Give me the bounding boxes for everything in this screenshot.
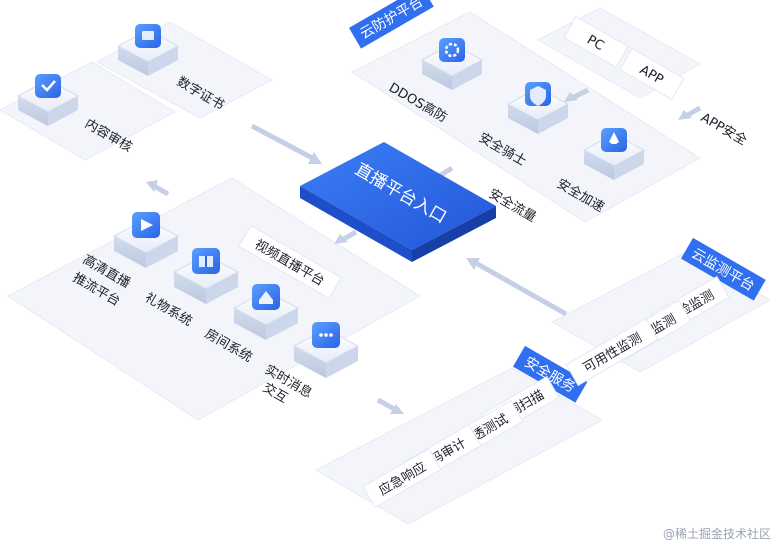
tile-security-acceleration [582, 128, 646, 180]
gear-icon [439, 38, 465, 62]
arrow-appsec-to-protection [678, 105, 702, 120]
tile-security-knight [506, 82, 570, 134]
platform-entry: 直播平台入口 [300, 142, 496, 262]
tile-room-system [232, 284, 300, 340]
arrow-video-to-review [146, 180, 170, 197]
client-pc-label: PC [584, 33, 606, 54]
watermark: @稀土掘金技术社区 [662, 527, 771, 541]
client-pc: PC [563, 15, 629, 69]
app-security-label: APP安全 [698, 110, 750, 149]
review-check-icon [35, 74, 61, 98]
arrow-entry-to-video [334, 229, 358, 244]
arrow-clients-to-protection [564, 87, 590, 102]
arrow-monitoring-to-entry [466, 258, 568, 317]
arrow-video-to-service [376, 397, 404, 414]
tile-gift-system [172, 248, 240, 304]
tile-realtime-message [292, 322, 360, 378]
tile-content-review [16, 74, 80, 126]
tile-digital-certificate [116, 24, 180, 76]
tile-ddos [420, 38, 484, 90]
arrow-cert-to-entry [250, 123, 322, 164]
panel-content-review [0, 61, 177, 161]
tile-hd-streaming [112, 212, 180, 268]
